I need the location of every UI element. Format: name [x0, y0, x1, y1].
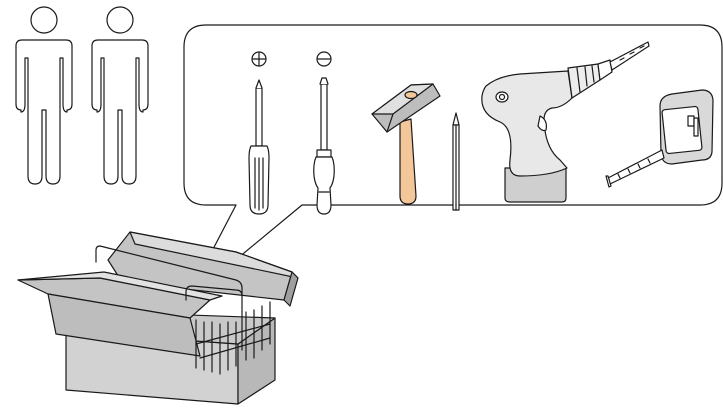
person-figure-left [16, 7, 72, 184]
person-figure-right [92, 7, 148, 184]
pencil-icon [453, 113, 459, 210]
cantilever-toolbox-icon [18, 232, 298, 404]
people-group [16, 7, 148, 184]
